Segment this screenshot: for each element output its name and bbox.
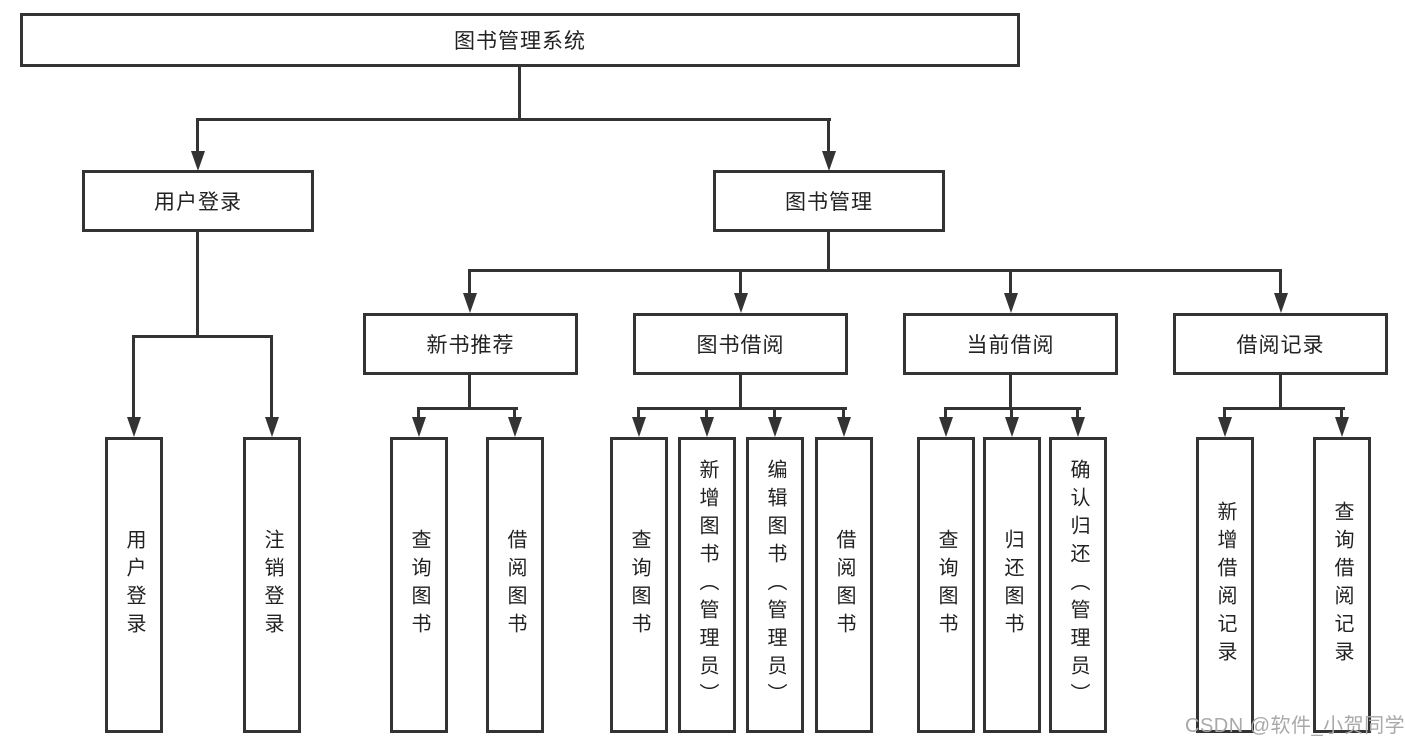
connector-userlogin-crossbar (132, 335, 273, 338)
arrow-down-icon (1071, 417, 1085, 437)
connector-bookmgmt-stem (827, 118, 830, 154)
arrow-down-icon (1218, 417, 1232, 437)
leaf-logout: 注销登录 (243, 437, 301, 733)
node-root: 图书管理系统 (20, 13, 1020, 67)
connector-currentborrow-down (1009, 375, 1012, 410)
arrow-down-icon (632, 417, 646, 437)
arrow-down-icon (1335, 417, 1349, 437)
connector-l3-stem (468, 269, 471, 295)
leaf-query-borrow-record: 查询借阅记录 (1313, 437, 1371, 733)
arrow-down-icon (191, 151, 205, 171)
csdn-watermark: CSDN @软件_小贺同学 (1185, 715, 1405, 737)
arrow-down-icon (837, 417, 851, 437)
arrow-down-icon (412, 417, 426, 437)
arrow-down-icon (265, 417, 279, 437)
connector-leaf-stem (1010, 407, 1013, 419)
leaf-query-books-borrow: 查询图书 (610, 437, 668, 733)
leaf-query-books-current: 查询图书 (917, 437, 975, 733)
node-root-label: 图书管理系统 (454, 30, 586, 53)
node-new-book-recommend-label: 新书推荐 (426, 334, 515, 357)
connector-bookmgmt-down (827, 232, 830, 272)
leaf-edit-books-admin-label: 编辑图书（管理员） (764, 459, 786, 711)
connector-userlogin-down (196, 232, 199, 337)
node-current-borrow-label: 当前借阅 (966, 334, 1055, 357)
connector-bookborrow-down (739, 375, 742, 410)
leaf-query-books-recommend-label: 查询图书 (408, 529, 430, 641)
leaf-logout-label: 注销登录 (261, 529, 283, 641)
connector-l3-stem (1009, 269, 1012, 295)
connector-l3-stem (739, 269, 742, 295)
arrow-down-icon (768, 417, 782, 437)
node-book-management-label: 图书管理 (785, 191, 873, 214)
node-user-login-label: 用户登录 (154, 191, 242, 214)
connector-leaf-stem (513, 407, 516, 419)
connector-bookmgmt-crossbar (468, 269, 1282, 272)
connector-leaf-stem (270, 335, 273, 419)
node-book-borrow-label: 图书借阅 (696, 334, 785, 357)
connector-leaf-stem (417, 407, 420, 419)
leaf-confirm-return-admin-label: 确认归还（管理员） (1067, 459, 1089, 711)
connector-root-crossbar (196, 118, 831, 121)
connector-bookborrow-crossbar (637, 407, 847, 410)
leaf-borrow-books: 借阅图书 (815, 437, 873, 733)
leaf-user-login: 用户登录 (105, 437, 163, 733)
connector-leaf-stem (842, 407, 845, 419)
connector-userlogin-stem (196, 118, 199, 154)
connector-leaf-stem (1223, 407, 1226, 419)
connector-l3-stem (1279, 269, 1282, 295)
leaf-borrow-books-recommend-label: 借阅图书 (504, 529, 526, 641)
connector-borrowrecords-crossbar (1223, 407, 1345, 410)
connector-leaf-stem (132, 335, 135, 419)
node-book-management: 图书管理 (713, 170, 945, 232)
arrow-down-icon (734, 293, 748, 313)
leaf-add-borrow-record: 新增借阅记录 (1196, 437, 1254, 733)
node-borrow-records: 借阅记录 (1173, 313, 1388, 375)
arrow-down-icon (1004, 293, 1018, 313)
leaf-query-borrow-record-label: 查询借阅记录 (1331, 501, 1353, 669)
connector-newbooks-down (468, 375, 471, 410)
connector-leaf-stem (773, 407, 776, 419)
node-new-book-recommend: 新书推荐 (363, 313, 578, 375)
arrow-down-icon (1005, 417, 1019, 437)
leaf-confirm-return-admin: 确认归还（管理员） (1049, 437, 1107, 733)
leaf-add-borrow-record-label: 新增借阅记录 (1214, 501, 1236, 669)
leaf-user-login-label: 用户登录 (123, 529, 145, 641)
arrow-down-icon (463, 293, 477, 313)
connector-leaf-stem (1076, 407, 1079, 419)
connector-root-stem (518, 67, 521, 120)
connector-leaf-stem (1340, 407, 1343, 419)
node-book-borrow: 图书借阅 (633, 313, 848, 375)
leaf-return-books: 归还图书 (983, 437, 1041, 733)
arrow-down-icon (822, 151, 836, 171)
leaf-borrow-books-label: 借阅图书 (833, 529, 855, 641)
arrow-down-icon (127, 417, 141, 437)
node-current-borrow: 当前借阅 (903, 313, 1118, 375)
connector-leaf-stem (705, 407, 708, 419)
leaf-edit-books-admin: 编辑图书（管理员） (746, 437, 804, 733)
leaf-query-books-current-label: 查询图书 (935, 529, 957, 641)
leaf-return-books-label: 归还图书 (1001, 529, 1023, 641)
connector-borrowrecords-down (1279, 375, 1282, 410)
node-user-login: 用户登录 (82, 170, 314, 232)
arrow-down-icon (508, 417, 522, 437)
arrow-down-icon (939, 417, 953, 437)
connector-leaf-stem (637, 407, 640, 419)
node-borrow-records-label: 借阅记录 (1236, 334, 1325, 357)
leaf-add-books-admin-label: 新增图书（管理员） (696, 459, 718, 711)
arrow-down-icon (1274, 293, 1288, 313)
leaf-add-books-admin: 新增图书（管理员） (678, 437, 736, 733)
connector-leaf-stem (944, 407, 947, 419)
leaf-query-books-borrow-label: 查询图书 (628, 529, 650, 641)
arrow-down-icon (700, 417, 714, 437)
leaf-query-books-recommend: 查询图书 (390, 437, 448, 733)
leaf-borrow-books-recommend: 借阅图书 (486, 437, 544, 733)
connector-newbooks-crossbar (417, 407, 518, 410)
